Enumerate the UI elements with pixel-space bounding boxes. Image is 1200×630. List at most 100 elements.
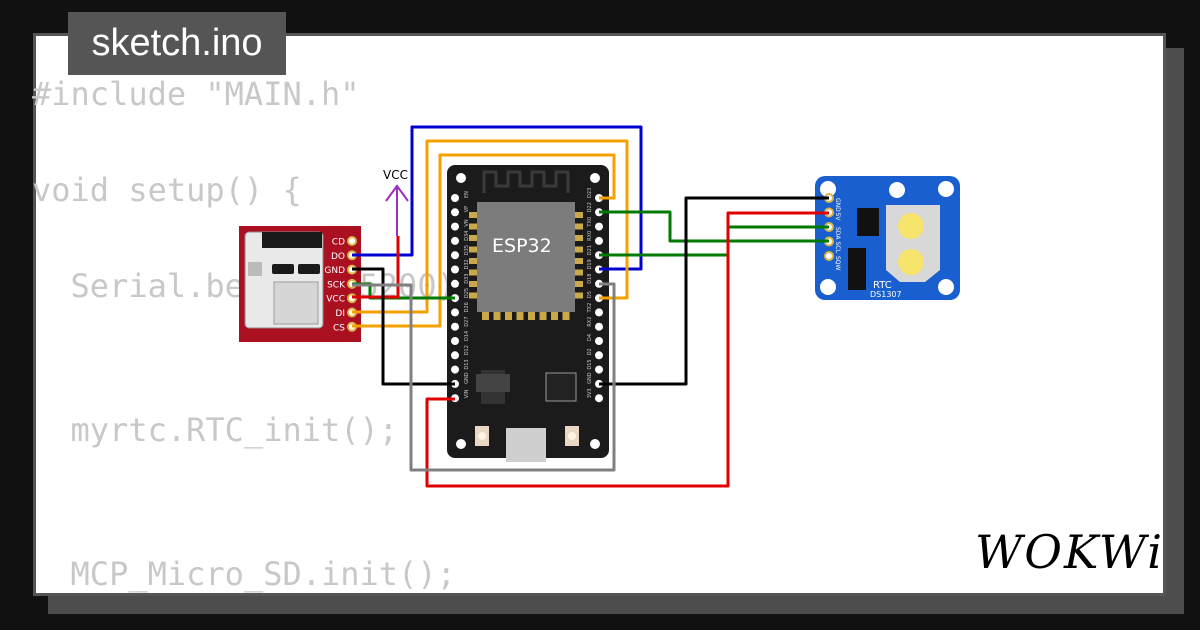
module-pad bbox=[575, 212, 583, 218]
module-pad bbox=[562, 312, 570, 320]
mount-hole bbox=[590, 439, 600, 449]
esp32-pin-label: D21 bbox=[587, 245, 593, 255]
esp32-pin-label: D13 bbox=[464, 359, 470, 369]
esp32-pin-d26[interactable] bbox=[451, 308, 459, 317]
esp32-pin-d32[interactable] bbox=[451, 265, 459, 274]
sd-pin-label: SCK bbox=[327, 280, 346, 290]
esp32-pin-d27[interactable] bbox=[451, 322, 459, 331]
esp32-pin-rx2[interactable] bbox=[595, 322, 603, 331]
esp32-pin-rx0[interactable] bbox=[595, 236, 603, 245]
code-line: myrtc.RTC_init(); bbox=[32, 411, 399, 449]
module-pad bbox=[469, 269, 477, 276]
esp32-pin-d12[interactable] bbox=[451, 351, 459, 360]
esp32-pin-d2[interactable] bbox=[595, 351, 603, 360]
module-pad bbox=[575, 292, 583, 299]
wire-orange-cs bbox=[352, 153, 616, 328]
esp32-pin-label: D2 bbox=[587, 348, 593, 355]
sd-pin-label: VCC bbox=[326, 295, 345, 305]
esp32-pin-label: D23 bbox=[587, 188, 593, 198]
esp32-pin-vp[interactable] bbox=[451, 208, 459, 217]
module-pad bbox=[469, 246, 477, 253]
sd-card-contact bbox=[298, 264, 320, 274]
esp32-pin-en[interactable] bbox=[451, 194, 459, 202]
wire-red-5v bbox=[425, 211, 829, 488]
voltage-regulator-body bbox=[476, 374, 510, 392]
esp32-pin-tx2[interactable] bbox=[595, 308, 603, 317]
rtc-label: RTC bbox=[873, 280, 892, 291]
en-button-cap bbox=[478, 432, 486, 440]
mount-hole bbox=[820, 181, 836, 197]
module-pad bbox=[482, 312, 489, 320]
module-pad bbox=[469, 258, 477, 264]
module-pad bbox=[575, 246, 583, 253]
esp32-pin-label: VIN bbox=[464, 389, 470, 398]
esp32-pin-d14[interactable] bbox=[451, 337, 459, 345]
rtc-pin-label: GND bbox=[834, 198, 841, 212]
esp32-pin-label: D19 bbox=[587, 259, 593, 269]
esp32-pin-label: RX0 bbox=[587, 231, 593, 241]
battery-contact bbox=[898, 213, 924, 239]
rtc-pin-sqw[interactable] bbox=[824, 251, 834, 261]
esp32-pin-d35[interactable] bbox=[451, 251, 459, 260]
module-pad bbox=[539, 312, 547, 320]
esp32-pin-d34[interactable] bbox=[451, 236, 459, 245]
file-tab[interactable]: sketch.ino bbox=[68, 12, 286, 75]
sd-pin-label: DI bbox=[335, 309, 345, 319]
esp32-module-shield bbox=[477, 202, 575, 312]
esp32-pin-label: D22 bbox=[587, 202, 593, 212]
esp32-pin-3v3[interactable] bbox=[595, 394, 603, 403]
code-line: void setup() { bbox=[32, 171, 302, 209]
wire-green-sda bbox=[599, 210, 829, 243]
sd-pin-label: CD bbox=[332, 238, 345, 248]
esp32-pins: ENVPVND34D35D32D33D25D26D27D14D12D13GNDV… bbox=[451, 188, 603, 403]
module-pad bbox=[469, 212, 477, 218]
esp32-pin-label: RX2 bbox=[587, 317, 593, 327]
rtc-pin-label: SDA bbox=[834, 227, 841, 240]
rtc-crystal bbox=[848, 248, 866, 290]
esp32-board[interactable]: ESP32 ENVPVND34D35D32D33D25D26D27D14D12D… bbox=[447, 165, 609, 462]
sd-card-slot-top bbox=[262, 232, 322, 248]
module-pad bbox=[575, 269, 583, 276]
mount-hole bbox=[590, 173, 600, 183]
usb-uart-chip bbox=[545, 372, 577, 402]
esp32-pin-label: D5 bbox=[587, 291, 593, 298]
module-pad bbox=[528, 312, 535, 320]
esp32-pin-label: D18 bbox=[587, 274, 593, 284]
esp32-pin-label: TX2 bbox=[587, 303, 593, 314]
module-pad bbox=[493, 312, 501, 320]
sd-pin-cd[interactable] bbox=[347, 236, 357, 246]
vcc-label: VCC bbox=[383, 168, 408, 182]
code-line: MCP_Micro_SD.init(); bbox=[32, 555, 456, 593]
sd-card-contact bbox=[272, 264, 294, 274]
sd-pin-label: CS bbox=[333, 323, 345, 333]
esp32-pin-d4[interactable] bbox=[595, 337, 603, 345]
vcc-symbol: VCC bbox=[383, 168, 409, 236]
esp32-pin-label: TX0 bbox=[587, 217, 593, 228]
esp32-pin-tx0[interactable] bbox=[595, 222, 603, 231]
wire-black-sd-gnd bbox=[352, 267, 455, 386]
wokwi-logo: WOKWi bbox=[975, 525, 1164, 579]
esp32-pin-label: VP bbox=[464, 206, 470, 212]
rtc-chip-label: DS1307 bbox=[870, 290, 902, 299]
module-pad bbox=[505, 312, 512, 320]
module-pad bbox=[575, 223, 583, 230]
mount-hole bbox=[456, 439, 466, 449]
wire-blue-do bbox=[352, 125, 643, 271]
wire-orange-di bbox=[352, 139, 629, 314]
esp32-pin-label: EN bbox=[464, 191, 470, 198]
module-pad bbox=[469, 292, 477, 299]
mount-hole bbox=[938, 279, 954, 295]
esp32-pin-d15[interactable] bbox=[595, 365, 603, 374]
usb-port bbox=[506, 428, 546, 462]
esp32-pin-d33[interactable] bbox=[451, 279, 459, 288]
esp32-pin-vn[interactable] bbox=[451, 222, 459, 231]
mount-hole bbox=[456, 173, 466, 183]
module-pad bbox=[469, 235, 477, 241]
esp32-pin-label: D33 bbox=[464, 274, 470, 284]
module-pad bbox=[469, 223, 477, 230]
battery-contact bbox=[898, 249, 924, 275]
esp32-pin-d13[interactable] bbox=[451, 365, 459, 374]
